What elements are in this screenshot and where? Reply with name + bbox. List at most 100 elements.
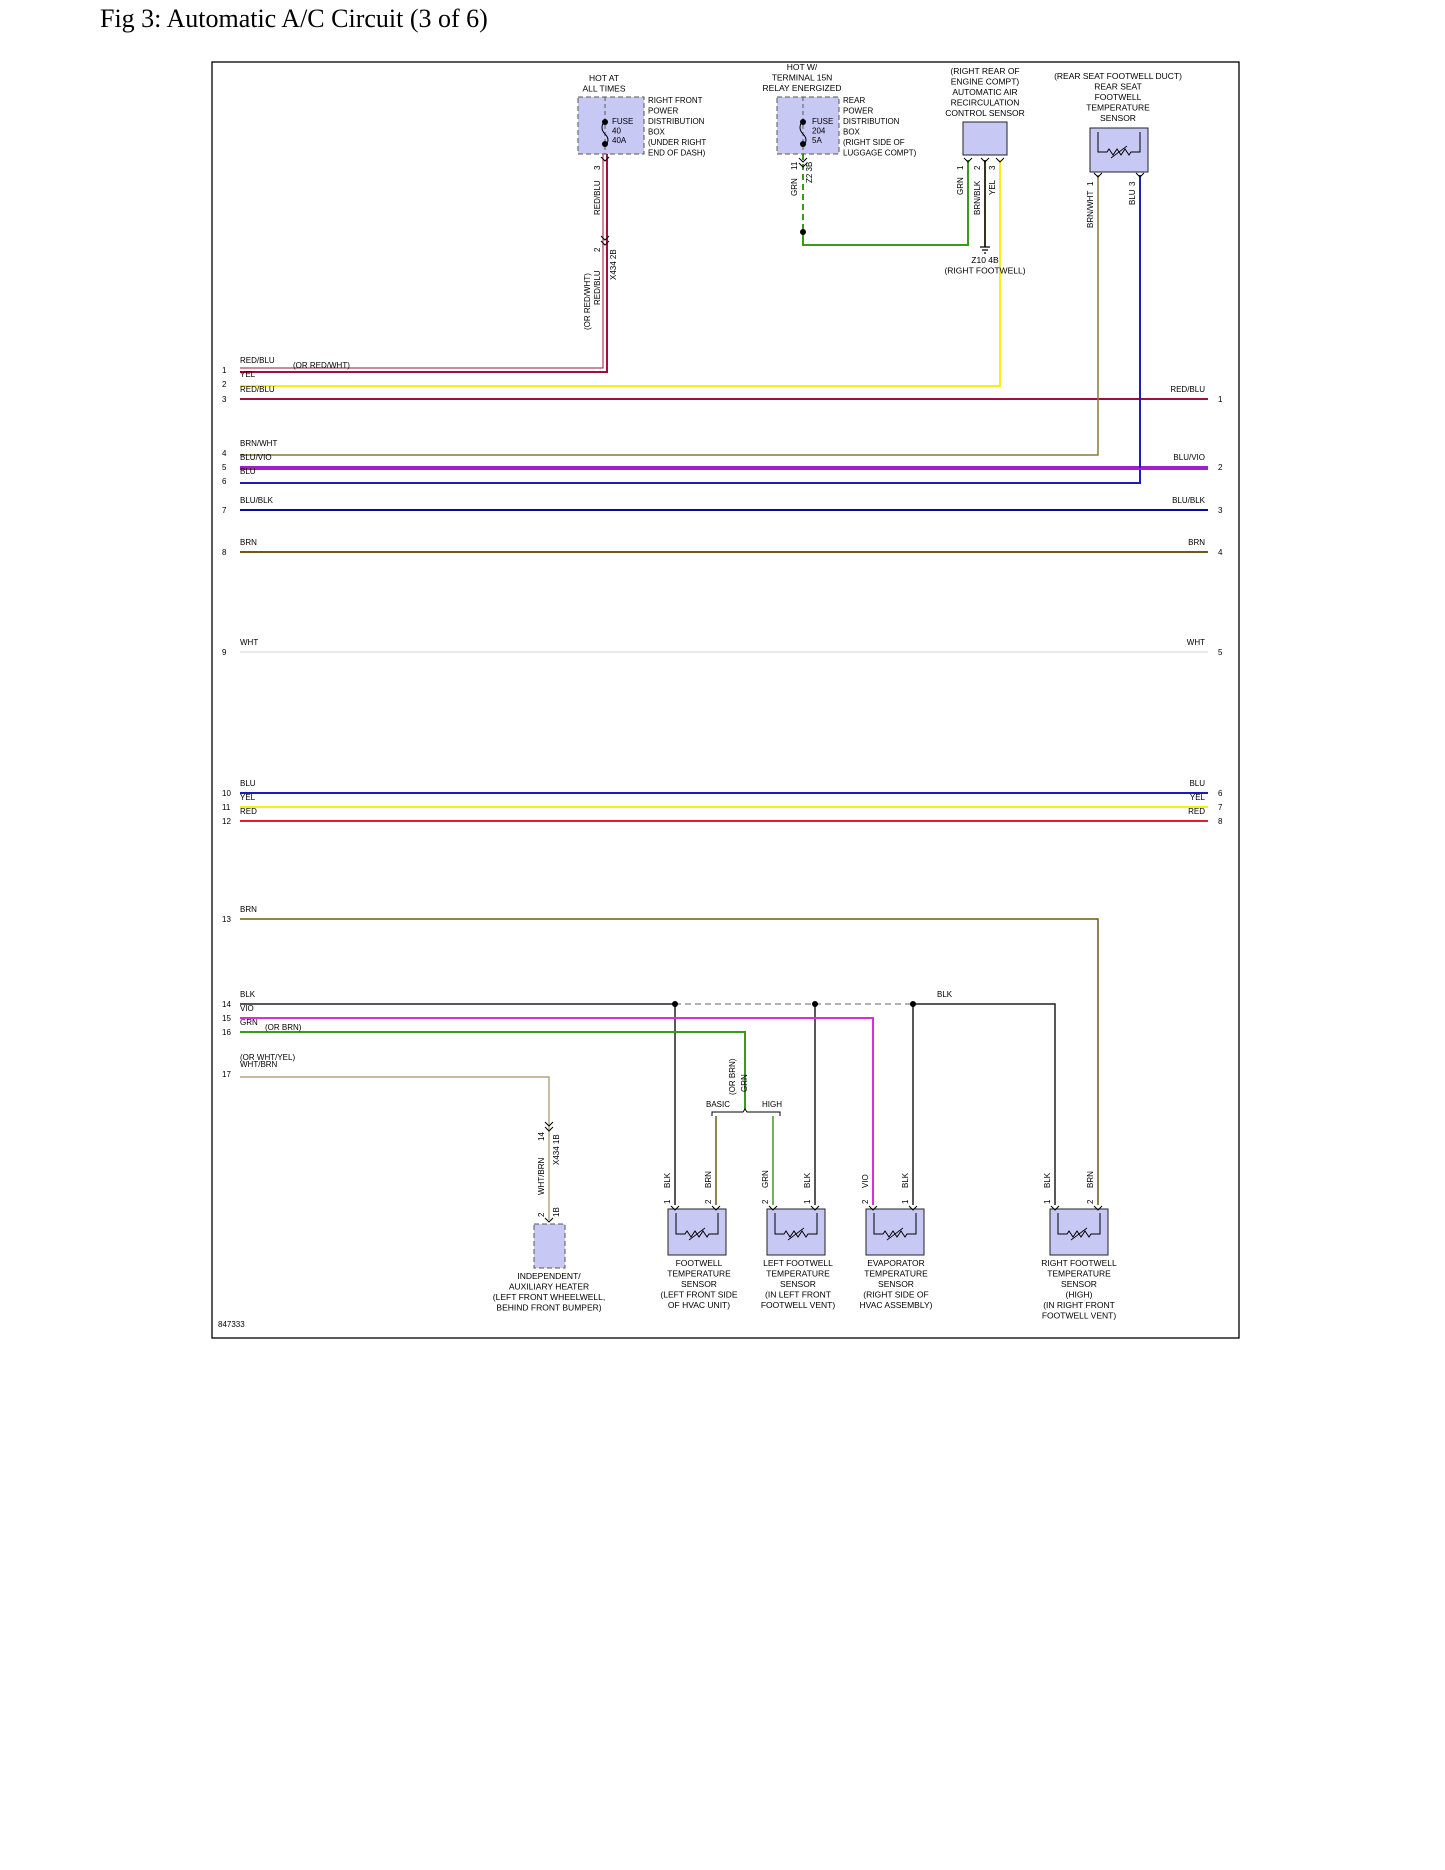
rear-sensor-wire-label: BRN/WHT: [1086, 191, 1095, 228]
z2-connector-label: Z2 3B: [805, 162, 814, 183]
heater-chevron: [544, 1126, 554, 1132]
fuse-204-hot-label: HOT W/: [787, 62, 818, 72]
air-sensor-pin: 1: [956, 165, 965, 170]
fuse-40-box: [577, 96, 645, 155]
left-wire-label: WHT/BRN: [240, 1060, 278, 1069]
sensor-0-label: SENSOR: [681, 1279, 717, 1289]
fuse-204-label: 204: [812, 127, 826, 136]
air-sensor-wire-label: YEL: [988, 179, 997, 195]
x434-chevron: [600, 235, 610, 241]
sensor-2-label: (RIGHT SIDE OF: [863, 1290, 929, 1300]
left-wire-alt: (OR BRN): [265, 1023, 302, 1032]
fuse-204-box-label: (RIGHT SIDE OF: [843, 138, 905, 147]
sensor-wire-label: GRN: [761, 1170, 770, 1188]
figure-id: 847333: [218, 1320, 245, 1329]
fuse-40-label: 40: [612, 127, 621, 136]
right-wire-label: RED/BLU: [1170, 385, 1205, 394]
rear-sensor-pin: 1: [1086, 181, 1095, 186]
air-sensor-label: (RIGHT REAR OF: [950, 66, 1019, 76]
sensor-1-body: [766, 1208, 826, 1256]
left-pin-number: 7: [222, 506, 227, 515]
left-pin-number: 6: [222, 477, 227, 486]
sensor-chevron: [868, 1205, 878, 1211]
fuse-40-chevron: [600, 156, 610, 162]
sensor-pin: 2: [761, 1199, 770, 1204]
sensor-3-label: TEMPERATURE: [1047, 1269, 1111, 1279]
fuse-204-label: 5A: [812, 136, 822, 145]
wire-grn-sensor: [802, 160, 969, 246]
fuse-40-box-label: POWER: [648, 107, 678, 116]
fuse-204-box-label: BOX: [843, 128, 861, 137]
wire-blk-right: [913, 1003, 1056, 1205]
fuse-terminal-dot: [602, 119, 608, 125]
x434-pin: 2: [593, 247, 602, 252]
sensor-0-label: FOOTWELL: [676, 1258, 723, 1268]
left-wire-label: BLU/BLK: [240, 496, 274, 505]
fuse-204-box: [776, 96, 840, 155]
variable-arrow-icon: [787, 1227, 805, 1241]
heater-pin: 2: [537, 1212, 546, 1217]
grn-label: GRN: [740, 1074, 749, 1092]
wire-brn-wht: [240, 175, 1099, 456]
left-wire-alt: (OR RED/WHT): [293, 361, 350, 370]
diagram-frame: [211, 61, 1240, 1339]
variable-arrow-icon: [1070, 1227, 1088, 1241]
sensor-pin: 1: [803, 1199, 812, 1204]
left-wire-label: BRN: [240, 538, 257, 547]
right-wire-label: WHT: [1187, 638, 1205, 647]
fuse-40-box-label: END OF DASH): [648, 149, 706, 158]
heater-pin-conn: 1B: [552, 1207, 561, 1217]
left-pin-number: 4: [222, 449, 227, 458]
fuse-204-wire-label: GRN: [790, 178, 799, 196]
air-sensor-label: CONTROL SENSOR: [945, 108, 1025, 118]
left-pin-number: 5: [222, 463, 227, 472]
sensor-chevron: [670, 1205, 680, 1211]
rear-sensor-wire-label: BLU: [1128, 189, 1137, 205]
z2-chevron: [798, 162, 808, 168]
sensor-wire-label: BLK: [901, 1172, 910, 1188]
air-sensor-body: [962, 121, 1008, 156]
right-pin-number: 6: [1218, 789, 1223, 798]
left-wire-label: BLU: [240, 779, 256, 788]
right-wire-label: BRN: [1188, 538, 1205, 547]
left-wire-label: YEL: [240, 370, 256, 379]
wire-wht-brn: [240, 1076, 550, 1220]
sensor-3-label: (IN RIGHT FRONT: [1043, 1300, 1115, 1310]
high-label: HIGH: [762, 1100, 782, 1109]
air-sensor-wire-label: GRN: [956, 177, 965, 195]
rear-sensor-label: SENSOR: [1100, 113, 1136, 123]
sensor-0-label: TEMPERATURE: [667, 1269, 731, 1279]
x434-connector-label: X434 2B: [609, 249, 618, 280]
right-wire-label: BLU/BLK: [1172, 496, 1206, 505]
rear-sensor-label: (REAR SEAT FOOTWELL DUCT): [1054, 71, 1182, 81]
wire-yel-sensor: [240, 160, 1001, 387]
wire-blu: [240, 175, 1141, 484]
left-wire-label: VIO: [240, 1004, 254, 1013]
right-pin-number: 4: [1218, 548, 1223, 557]
z2-chevron: [798, 157, 808, 163]
sensor-chevron: [908, 1205, 918, 1211]
right-wire-label: BLU: [1189, 779, 1205, 788]
fuse-40-hot-label: ALL TIMES: [583, 84, 626, 94]
sensor-wire-label: BLK: [663, 1172, 672, 1188]
sensor-pin: 2: [704, 1199, 713, 1204]
sensor-1-label: FOOTWELL VENT): [761, 1300, 835, 1310]
right-wire-label: RED: [1188, 807, 1205, 816]
rear-sensor-label: TEMPERATURE: [1086, 103, 1150, 113]
sensor-2-label: HVAC ASSEMBLY): [860, 1300, 933, 1310]
wire-red-blu-feed: [240, 154, 608, 373]
left-pin-number: 8: [222, 548, 227, 557]
sensor-3-body: [1049, 1208, 1109, 1256]
fuse-terminal-dot: [800, 141, 806, 147]
splice-dot: [910, 1001, 916, 1007]
sensor-pin: 2: [1086, 1199, 1095, 1204]
wire-grn-16: [240, 1031, 746, 1110]
sensor-body: [667, 1208, 727, 1256]
left-pin-number: 10: [222, 789, 231, 798]
sensor-2-body: [865, 1208, 925, 1256]
fuse-40-box-label: (UNDER RIGHT: [648, 138, 706, 147]
x434-1b-label: X434 1B: [552, 1134, 561, 1165]
option-bracket: [711, 1108, 781, 1116]
fuse-terminal-dot: [800, 119, 806, 125]
